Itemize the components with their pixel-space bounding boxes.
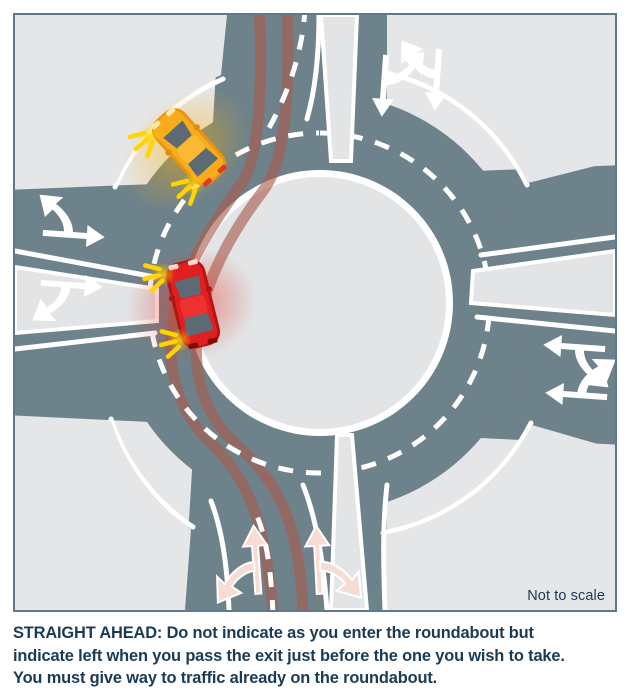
splitter-right xyxy=(468,248,615,318)
dash-ring-inner xyxy=(147,130,492,476)
caption-line-1: STRAIGHT AHEAD: Do not indicate as you e… xyxy=(13,624,534,642)
lane-arrow-bottom-right xyxy=(303,523,363,599)
central-island xyxy=(194,177,446,429)
lane-arrow-top-right xyxy=(400,40,448,111)
red-car-left-indicator-rear xyxy=(158,328,192,359)
roundabout-diagram xyxy=(15,15,615,610)
red-car-body xyxy=(165,259,221,349)
lane-arrow-right-upper xyxy=(543,335,609,388)
splitter-bottom xyxy=(328,433,370,610)
red-car xyxy=(125,247,257,362)
lane-arrow-right-lower xyxy=(545,358,615,406)
caption-line-2: indicate left when you pass the exit jus… xyxy=(13,646,565,665)
yellow-car xyxy=(122,87,250,212)
splitter-top xyxy=(318,15,360,163)
dash-top-arm xyxy=(262,15,307,137)
yellow-car-left-indicator-rear xyxy=(170,172,205,206)
red-car-left-indicator-front xyxy=(142,262,175,293)
lane-arrow-left-upper xyxy=(39,194,105,247)
arm-separator-lines xyxy=(15,15,615,610)
lane-arrow-left-lower xyxy=(32,274,103,322)
lane-dashes xyxy=(147,15,492,610)
yellow-car-body xyxy=(151,107,227,187)
diagram-frame: Not to scale xyxy=(13,13,617,612)
caption: STRAIGHT AHEAD: Do not indicate as you e… xyxy=(13,622,617,690)
lane-arrow-bottom-left xyxy=(215,523,269,605)
not-to-scale-label: Not to scale xyxy=(527,588,605,604)
dash-bottom-arm xyxy=(250,505,276,610)
caption-line-3: You must give way to traffic already on … xyxy=(13,669,438,688)
yellow-car-left-indicator-front xyxy=(127,124,162,159)
verge-corners xyxy=(15,15,615,610)
